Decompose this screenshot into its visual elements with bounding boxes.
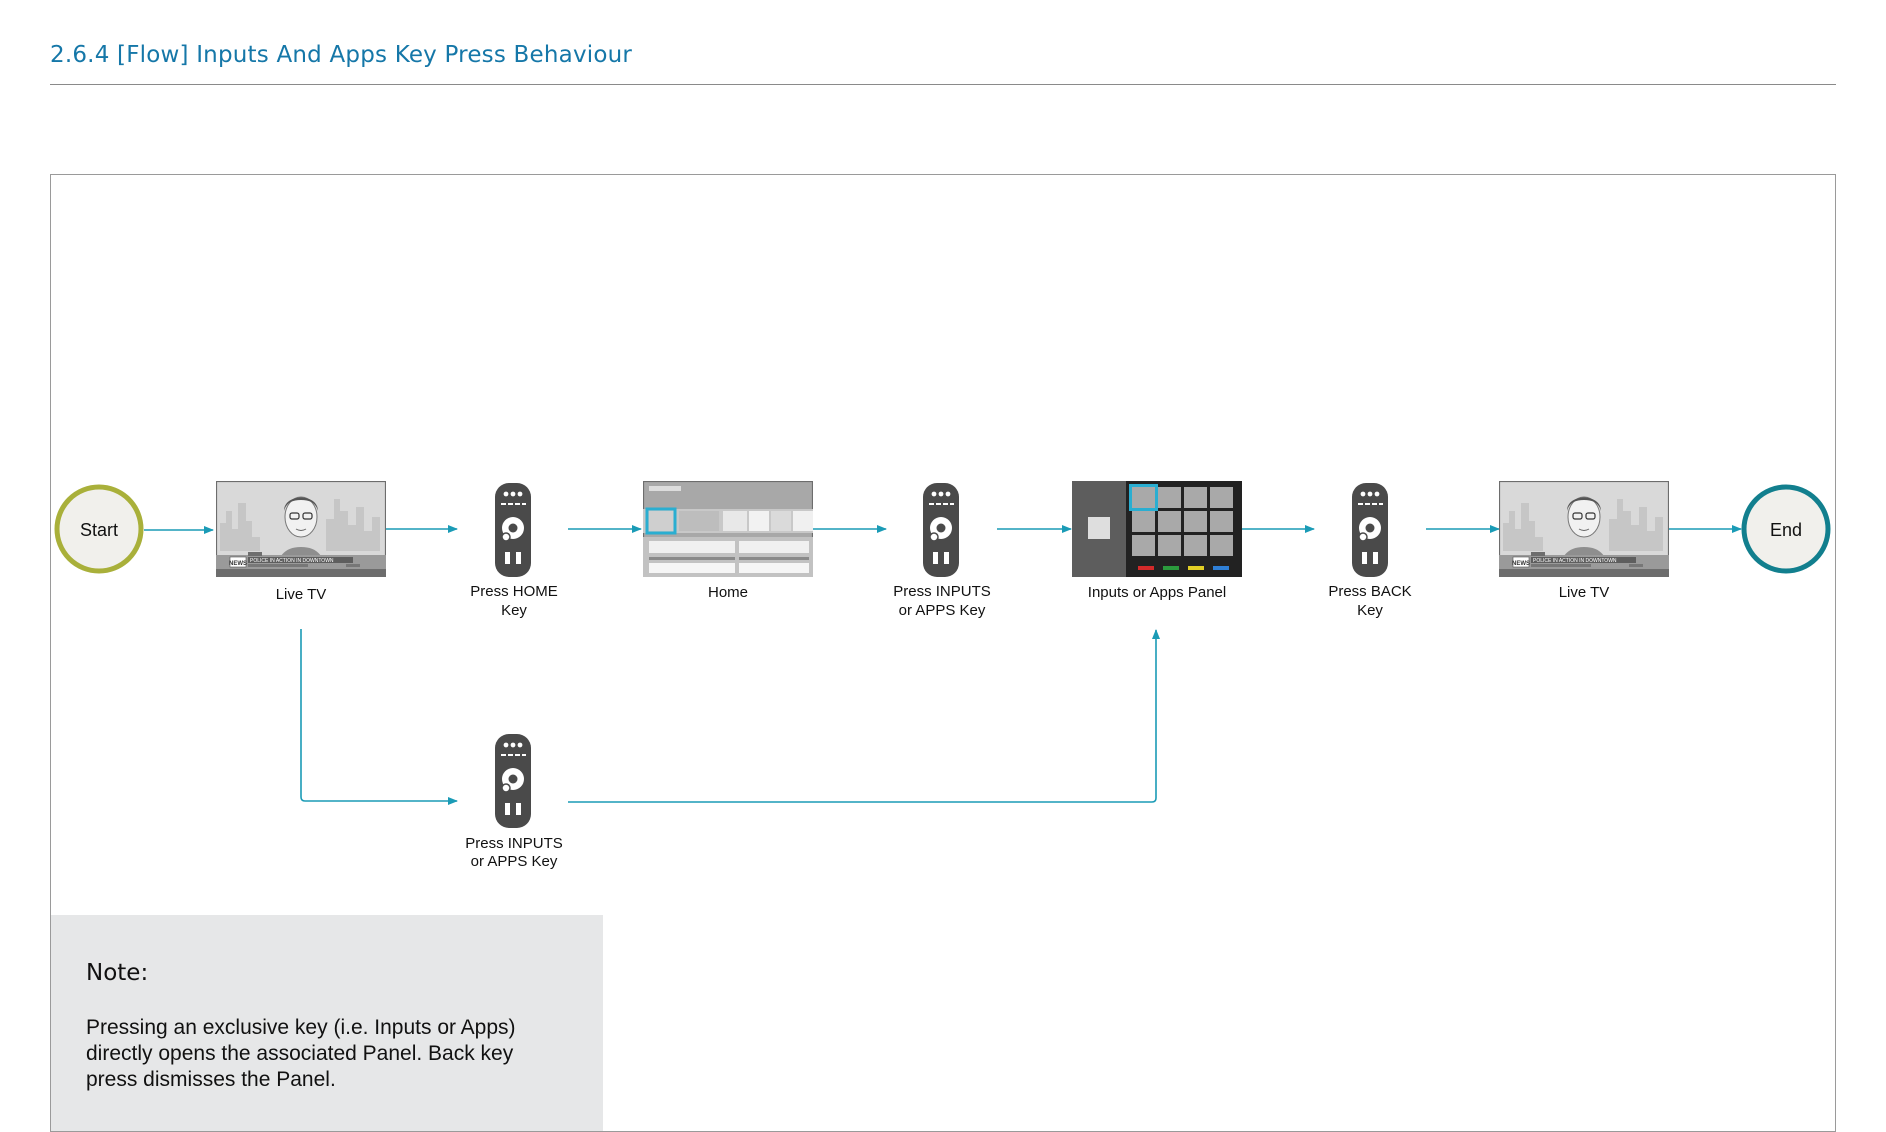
note-title: Note: — [86, 960, 149, 986]
end-node: End — [1741, 484, 1831, 574]
page-title: 2.6.4 [Flow] Inputs And Apps Key Press B… — [50, 42, 633, 68]
press-inputs-top-line2: or APPS Key — [899, 602, 986, 619]
remote-control-icon — [494, 482, 532, 578]
press-inputs-bottom-line2: or APPS Key — [471, 853, 558, 870]
press-inputs-top-line1: Press INPUTS — [893, 583, 991, 600]
inputs-panel-thumbnail — [1072, 481, 1242, 577]
end-label: End — [1770, 520, 1802, 540]
start-label: Start — [80, 520, 118, 540]
home-label: Home — [708, 584, 748, 601]
press-inputs-bottom-line1: Press INPUTS — [465, 835, 563, 852]
remote-control-icon — [922, 482, 960, 578]
live-tv-label: Live TV — [276, 586, 327, 603]
home-screen-thumbnail — [643, 481, 813, 577]
live-tv-label-end: Live TV — [1559, 584, 1610, 601]
connector-livetv-to-inputs-key-bottom — [300, 629, 458, 805]
title-divider — [50, 84, 1836, 85]
start-node: Start — [54, 484, 144, 574]
panel-label: Inputs or Apps Panel — [1088, 584, 1226, 601]
press-home-label-line2: Key — [501, 602, 527, 619]
press-back-label-line2: Key — [1357, 602, 1383, 619]
note-body: Pressing an exclusive key (i.e. Inputs o… — [86, 1016, 516, 1091]
note-box: Note: Pressing an exclusive key (i.e. In… — [51, 915, 603, 1131]
remote-control-icon — [494, 733, 532, 829]
press-back-label-line1: Press BACK — [1328, 583, 1411, 600]
live-tv-thumbnail — [216, 481, 386, 577]
press-home-label-line1: Press HOME — [470, 583, 558, 600]
live-tv-thumbnail-end — [1499, 481, 1669, 577]
connector-inputs-key-bottom-to-panel — [568, 629, 1160, 803]
remote-control-icon — [1351, 482, 1389, 578]
